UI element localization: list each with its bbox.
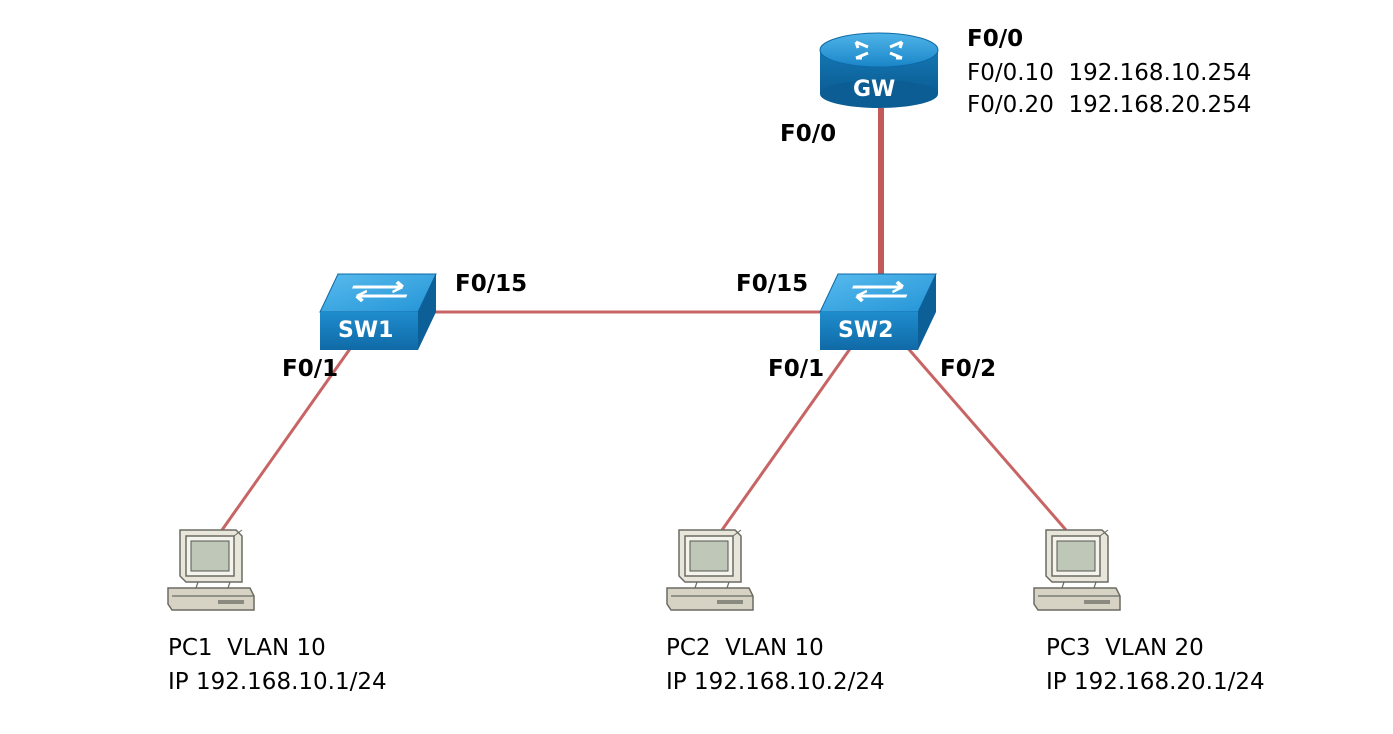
sw2-port-f02-label: F0/2 xyxy=(940,356,997,382)
router-name: GW xyxy=(853,77,896,102)
pc1-vlan-label: PC1 VLAN 10 xyxy=(168,635,326,661)
router-icon[interactable] xyxy=(819,32,939,108)
router-subinterface-10: F0/0.10 192.168.10.254 xyxy=(967,60,1252,86)
sw2-name: SW2 xyxy=(838,318,894,343)
sw1-trunk-port-label: F0/15 xyxy=(455,271,528,297)
link-sw2-pc2 xyxy=(720,345,854,531)
pc1-ip-label: IP 192.168.10.1/24 xyxy=(168,669,387,695)
pc3-ip-label: IP 192.168.20.1/24 xyxy=(1046,669,1265,695)
pc-icon[interactable] xyxy=(666,529,754,611)
sw1-port-f01-label: F0/1 xyxy=(282,356,339,382)
switch-icon[interactable] xyxy=(819,273,937,350)
router-port-label: F0/0 xyxy=(780,121,837,147)
router-interface-header: F0/0 xyxy=(967,26,1024,52)
pc2-ip-label: IP 192.168.10.2/24 xyxy=(666,669,885,695)
sw2-trunk-port-label: F0/15 xyxy=(736,271,809,297)
pc-icon[interactable] xyxy=(1033,529,1121,611)
switch-icon[interactable] xyxy=(319,273,437,350)
sw2-port-f01-label: F0/1 xyxy=(768,356,825,382)
pc2-vlan-label: PC2 VLAN 10 xyxy=(666,635,824,661)
pc-icon[interactable] xyxy=(167,529,255,611)
sw1-name: SW1 xyxy=(338,318,394,343)
link-sw2-pc3 xyxy=(904,345,1068,531)
link-sw1-pc1 xyxy=(220,345,354,531)
router-subinterface-20: F0/0.20 192.168.20.254 xyxy=(967,92,1252,118)
pc3-vlan-label: PC3 VLAN 20 xyxy=(1046,635,1204,661)
